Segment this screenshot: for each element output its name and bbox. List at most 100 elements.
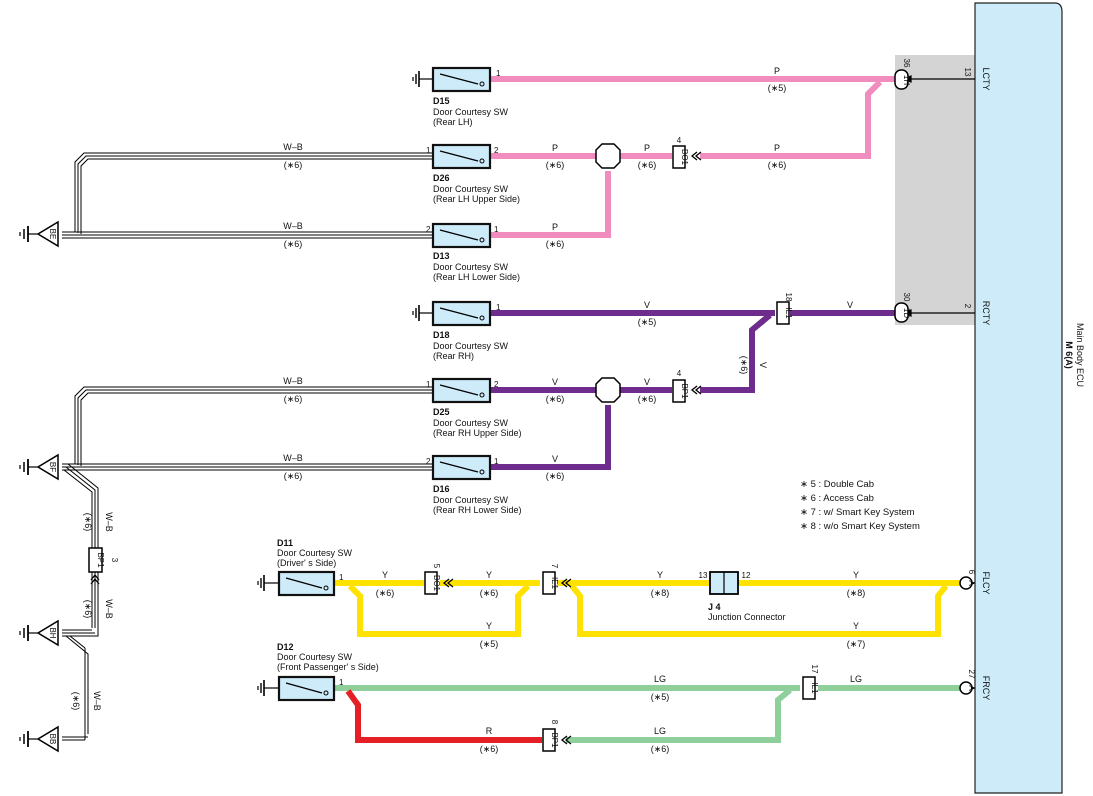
svg-text:(∗5): (∗5) [480,639,499,649]
purple-wires [490,310,896,470]
svg-text:(∗8): (∗8) [651,588,670,598]
svg-text:2: 2 [963,304,972,309]
connector-1h: 1H 36 [894,59,911,90]
svg-text:(Rear LH Lower Side): (Rear LH Lower Side) [433,272,520,282]
svg-text:Y: Y [486,570,492,580]
svg-text:4: 4 [677,369,682,378]
svg-text:P: P [774,66,780,76]
svg-text:P: P [774,143,780,153]
svg-text:3: 3 [110,558,119,563]
svg-text:(∗6): (∗6) [71,692,81,711]
svg-text:R: R [486,726,493,736]
svg-text:LG: LG [850,674,862,684]
svg-text:(∗6): (∗6) [546,239,565,249]
svg-text:1: 1 [494,457,499,466]
switch-labels: D15 Door Courtesy SW (Rear LH) D26 Door … [277,96,522,672]
svg-text:(∗6): (∗6) [376,588,395,598]
svg-text:IE1: IE1 [550,577,559,590]
yellow-wires [334,580,960,637]
splice-pink [595,143,621,169]
svg-text:D16: D16 [433,484,450,494]
switch-d12 [257,675,336,702]
svg-text:BB: BB [48,734,57,745]
svg-text:(∗6): (∗6) [480,744,499,754]
svg-text:(∗6): (∗6) [768,160,787,170]
svg-text:M 6(A): M 6(A) [1064,341,1074,369]
connector-bp1-left: BP1 3 [88,547,119,585]
svg-text:Y: Y [382,570,388,580]
gray-connector-zone [895,55,975,325]
svg-text:1: 1 [496,69,501,78]
svg-text:1: 1 [426,380,431,389]
svg-text:Main Body ECU: Main Body ECU [1075,323,1085,387]
svg-text:1H: 1H [902,75,911,85]
connector-a-frcy: A 27 [959,670,976,695]
svg-text:Door Courtesy SW: Door Courtesy SW [277,548,353,558]
connector-bo1-top: BO1 4 [672,136,702,169]
svg-text:W–B: W–B [104,512,114,532]
svg-text:2: 2 [494,380,499,389]
svg-text:Door Courtesy SW: Door Courtesy SW [433,341,509,351]
svg-text:Door Courtesy SW: Door Courtesy SW [433,418,509,428]
wb-wires-bf [62,386,433,741]
svg-text:W–B: W–B [104,599,114,619]
svg-text:Door Courtesy SW: Door Courtesy SW [277,652,353,662]
svg-text:18: 18 [784,293,793,302]
svg-text:(∗6): (∗6) [546,160,565,170]
svg-text:∗ 5 : Double Cab: ∗ 5 : Double Cab [800,479,874,490]
svg-text:D26: D26 [433,173,450,183]
svg-text:W–B: W–B [283,221,303,231]
svg-text:(Front Passenger' s Side): (Front Passenger' s Side) [277,662,379,672]
svg-text:LCTY: LCTY [981,67,991,90]
ground-be: BE [19,220,59,248]
svg-text:W–B: W–B [283,142,303,152]
svg-text:∗ 7 : w/ Smart Key System: ∗ 7 : w/ Smart Key System [800,507,915,518]
ground-bb: BB [19,725,59,753]
svg-text:Junction Connector: Junction Connector [708,612,786,622]
svg-text:P: P [644,143,650,153]
svg-text:V: V [758,362,768,368]
splice-purple [595,377,621,403]
svg-text:1: 1 [339,573,344,582]
svg-text:Door Courtesy SW: Door Courtesy SW [433,262,509,272]
svg-text:BP1: BP1 [550,732,559,748]
svg-text:∗ 8 : w/o Smart Key System: ∗ 8 : w/o Smart Key System [800,521,920,532]
svg-text:V: V [644,300,650,310]
svg-text:36: 36 [902,59,911,68]
svg-text:BO1: BO1 [680,149,689,166]
svg-text:(∗5): (∗5) [638,317,657,327]
svg-text:1: 1 [339,678,344,687]
switch-d11 [257,570,336,597]
svg-text:8: 8 [550,720,559,725]
svg-text:(∗6): (∗6) [284,160,303,170]
svg-text:(∗6): (∗6) [284,394,303,404]
svg-text:(∗6): (∗6) [638,160,657,170]
switch-d13 [431,222,492,249]
svg-text:V: V [847,300,853,310]
svg-text:(∗6): (∗6) [546,471,565,481]
svg-text:LG: LG [654,726,666,736]
svg-text:(∗5): (∗5) [768,83,787,93]
svg-text:2: 2 [494,146,499,155]
svg-text:4: 4 [677,136,682,145]
svg-text:13: 13 [699,571,708,580]
svg-text:BE: BE [48,229,57,240]
switch-d16 [431,454,492,481]
svg-text:1D: 1D [902,308,911,318]
svg-text:D15: D15 [433,96,450,106]
svg-text:A: A [967,685,976,691]
svg-text:13: 13 [963,68,972,77]
svg-text:V: V [552,377,558,387]
svg-text:Door Courtesy SW: Door Courtesy SW [433,107,509,117]
green-red-wires [334,685,960,743]
ground-bh: BH [19,619,59,647]
junction-connector-j4: 13 12 J 4 Junction Connector [699,571,786,622]
svg-text:7: 7 [550,564,559,569]
svg-text:(∗6): (∗6) [638,394,657,404]
svg-text:BH: BH [48,627,57,638]
svg-text:BF: BF [48,462,57,472]
pink-wires [490,76,895,238]
svg-text:(Rear RH): (Rear RH) [433,351,474,361]
svg-text:30: 30 [902,293,911,302]
svg-text:(∗6): (∗6) [83,600,93,619]
